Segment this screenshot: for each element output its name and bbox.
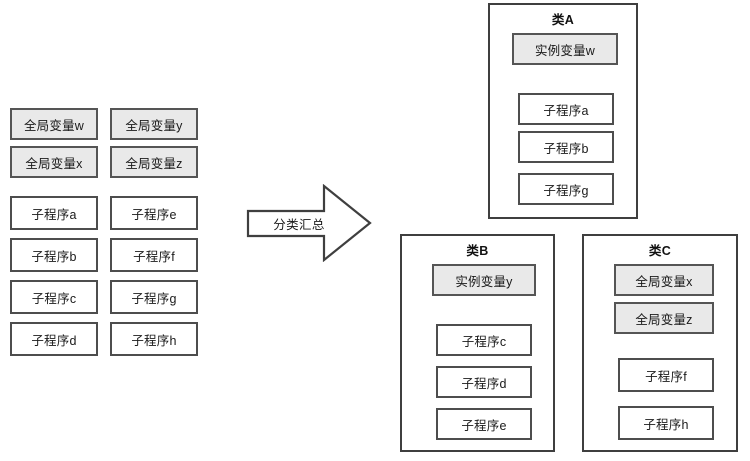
- class-c-subroutine-h: 子程序h: [618, 406, 714, 440]
- class-member-label: 子程序h: [643, 417, 689, 432]
- class-c-variable-x: 全局变量x: [614, 264, 714, 296]
- source-box-label: 子程序g: [131, 291, 177, 306]
- class-b-subroutine-d: 子程序d: [436, 366, 532, 398]
- transform-arrow: 分类汇总: [246, 184, 372, 262]
- source-box-label: 全局变量x: [25, 156, 83, 171]
- source-box-global-w: 全局变量w: [10, 108, 98, 140]
- class-member-label: 子程序e: [461, 418, 507, 433]
- class-member-label: 子程序f: [645, 369, 687, 384]
- class-c-variable-z: 全局变量z: [614, 302, 714, 334]
- source-box-sub-b: 子程序b: [10, 238, 98, 272]
- source-box-sub-e: 子程序e: [110, 196, 198, 230]
- source-box-label: 子程序c: [31, 291, 77, 306]
- class-box-b: 类B 实例变量y 子程序c 子程序d 子程序e: [400, 234, 555, 452]
- source-box-label: 全局变量w: [23, 118, 85, 133]
- source-box-sub-g: 子程序g: [110, 280, 198, 314]
- class-title: 类A: [551, 13, 575, 27]
- class-member-label: 子程序c: [461, 334, 507, 349]
- source-box-label: 子程序h: [131, 333, 177, 348]
- class-c-subroutine-f: 子程序f: [618, 358, 714, 392]
- class-member-label: 实例变量w: [534, 43, 596, 58]
- class-b-variable-y: 实例变量y: [432, 264, 536, 296]
- source-box-sub-d: 子程序d: [10, 322, 98, 356]
- class-b-subroutine-c: 子程序c: [436, 324, 532, 356]
- source-box-label: 全局变量y: [125, 118, 183, 133]
- source-box-global-z: 全局变量z: [110, 146, 198, 178]
- class-member-label: 子程序d: [461, 376, 507, 391]
- class-a-subroutine-b: 子程序b: [518, 131, 614, 163]
- source-box-sub-c: 子程序c: [10, 280, 98, 314]
- source-box-global-y: 全局变量y: [110, 108, 198, 140]
- source-box-label: 全局变量z: [125, 156, 183, 171]
- class-box-c: 类C 全局变量x 全局变量z 子程序f 子程序h: [582, 234, 738, 452]
- class-a-subroutine-g: 子程序g: [518, 173, 614, 205]
- class-title: 类B: [466, 244, 489, 258]
- source-box-global-x: 全局变量x: [10, 146, 98, 178]
- source-box-label: 子程序d: [31, 333, 77, 348]
- class-title: 类C: [648, 244, 672, 258]
- class-member-label: 子程序b: [543, 141, 589, 156]
- class-member-label: 全局变量x: [635, 274, 693, 289]
- class-box-a: 类A 实例变量w 子程序a 子程序b 子程序g: [488, 3, 638, 219]
- source-box-label: 子程序a: [31, 207, 77, 222]
- source-box-label: 子程序f: [133, 249, 175, 264]
- class-b-subroutine-e: 子程序e: [436, 408, 532, 440]
- class-member-label: 实例变量y: [455, 274, 513, 289]
- source-box-sub-a: 子程序a: [10, 196, 98, 230]
- class-member-label: 全局变量z: [635, 312, 693, 327]
- class-a-variable-w: 实例变量w: [512, 33, 618, 65]
- class-member-label: 子程序g: [543, 183, 589, 198]
- source-box-sub-f: 子程序f: [110, 238, 198, 272]
- source-box-label: 子程序e: [131, 207, 177, 222]
- source-box-sub-h: 子程序h: [110, 322, 198, 356]
- source-box-label: 子程序b: [31, 249, 77, 264]
- right-arrow-icon: [246, 184, 372, 262]
- class-a-subroutine-a: 子程序a: [518, 93, 614, 125]
- class-member-label: 子程序a: [543, 103, 589, 118]
